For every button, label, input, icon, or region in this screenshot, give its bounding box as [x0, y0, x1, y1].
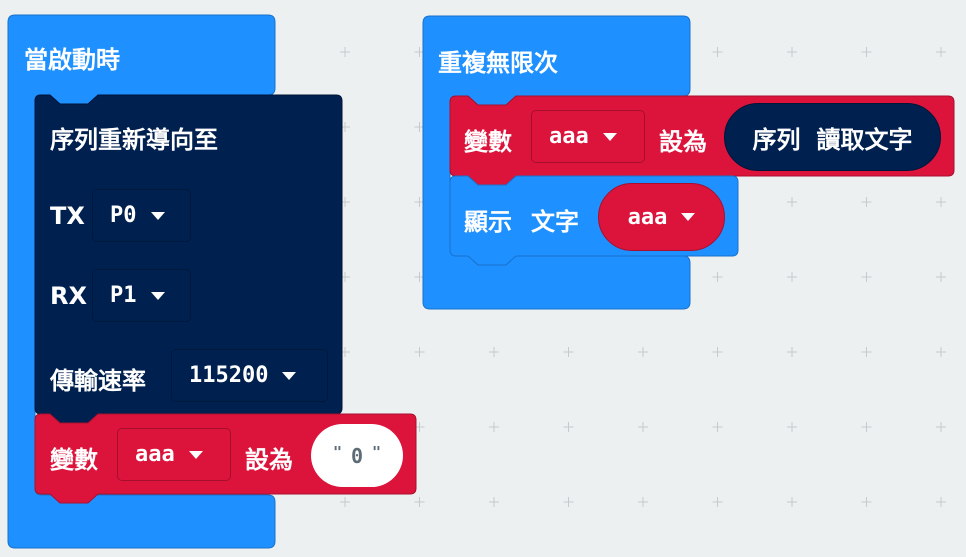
- serial-read-word2: 讀取文字: [816, 125, 913, 154]
- grid-mark: [712, 272, 723, 282]
- grid-mark: [414, 347, 425, 357]
- forever-variable-name: aaa: [549, 124, 589, 149]
- string-value-field[interactable]: " 0 ": [311, 424, 403, 487]
- dropdown-arrow-icon: [150, 211, 165, 220]
- tx-pin-value: P0: [110, 203, 137, 228]
- grid-mark: [861, 197, 872, 207]
- grid-mark: [936, 497, 946, 507]
- grid-mark: [712, 347, 723, 357]
- baud-rate-value: 115200: [189, 363, 269, 388]
- dropdown-arrow-icon: [150, 291, 165, 300]
- grid-mark: [712, 497, 723, 507]
- grid-mark: [563, 497, 574, 507]
- rx-pin-value: P1: [110, 283, 137, 308]
- grid-mark: [861, 422, 872, 432]
- quote-open: ": [332, 442, 342, 461]
- grid-mark: [489, 422, 499, 432]
- string-value: 0: [350, 443, 364, 468]
- grid-mark: [489, 347, 499, 357]
- serial-read-string-block[interactable]: 序列 讀取文字: [724, 103, 941, 171]
- dropdown-arrow-icon: [188, 450, 203, 459]
- show-label: 顯示: [464, 208, 512, 236]
- set-variable-label: 變數: [50, 446, 98, 474]
- grid-mark: [936, 197, 946, 207]
- forever-label: 重複無限次: [438, 49, 558, 77]
- grid-mark: [489, 497, 499, 507]
- grid-mark: [787, 197, 797, 207]
- dropdown-arrow-icon: [282, 371, 297, 380]
- grid-mark: [787, 347, 797, 357]
- grid-mark: [638, 422, 648, 432]
- grid-mark: [712, 47, 723, 57]
- set-to-label: 設為: [245, 446, 293, 474]
- grid-mark: [340, 47, 350, 57]
- forever-variable-dropdown[interactable]: aaa: [531, 110, 645, 163]
- grid-mark: [787, 422, 797, 432]
- grid-mark: [861, 347, 872, 357]
- grid-mark: [936, 272, 946, 282]
- grid-mark: [638, 347, 648, 357]
- tx-pin-dropdown[interactable]: P0: [92, 189, 191, 242]
- grid-mark: [712, 422, 723, 432]
- grid-mark: [936, 422, 946, 432]
- grid-mark: [638, 497, 648, 507]
- grid-mark: [563, 422, 574, 432]
- forever-set-variable-label: 變數: [464, 128, 512, 156]
- variable-name: aaa: [135, 442, 175, 467]
- grid-mark: [787, 497, 797, 507]
- serial-read-word1: 序列: [752, 125, 801, 154]
- rx-label: RX: [50, 282, 87, 310]
- baud-rate-label: 傳輸速率: [50, 367, 146, 395]
- rx-pin-dropdown[interactable]: P1: [92, 269, 191, 322]
- show-string-variable-reporter[interactable]: aaa: [598, 183, 725, 251]
- grid-mark: [563, 347, 574, 357]
- grid-mark: [787, 47, 797, 57]
- tx-label: TX: [50, 202, 85, 230]
- grid-mark: [414, 497, 425, 507]
- grid-mark: [861, 497, 872, 507]
- grid-mark: [936, 347, 946, 357]
- grid-mark: [861, 47, 872, 57]
- show-variable-name: aaa: [627, 204, 668, 230]
- show-text-label: 文字: [531, 208, 579, 236]
- variable-dropdown[interactable]: aaa: [117, 428, 231, 481]
- on-start-label: 當啟動時: [24, 46, 120, 74]
- forever-set-to-label: 設為: [659, 128, 707, 156]
- baud-rate-dropdown[interactable]: 115200: [171, 349, 328, 402]
- grid-mark: [787, 272, 797, 282]
- grid-mark: [936, 47, 946, 57]
- dropdown-arrow-icon: [681, 213, 696, 221]
- serial-redirect-label: 序列重新導向至: [50, 126, 218, 154]
- dropdown-arrow-icon: [602, 132, 617, 141]
- quote-close: ": [372, 442, 382, 461]
- grid-mark: [340, 497, 350, 507]
- grid-mark: [861, 272, 872, 282]
